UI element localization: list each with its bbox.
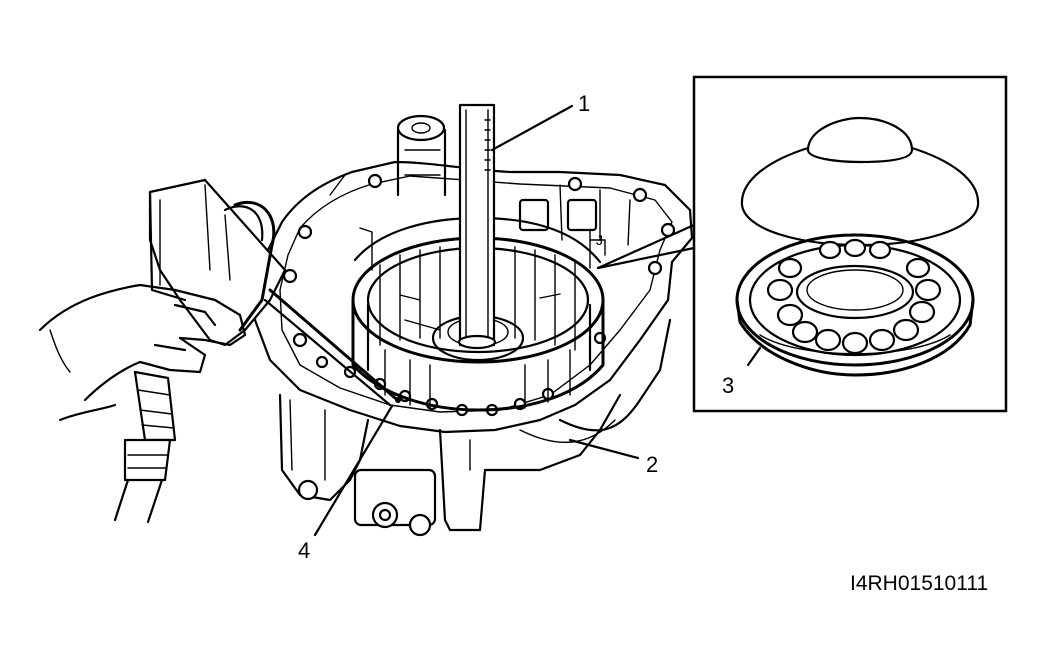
callout-1: 1 [578, 91, 590, 116]
leader-lines [313, 104, 762, 537]
input-shaft [457, 103, 497, 350]
air-gun-and-hand [38, 178, 401, 524]
figure-code: I4RH01510111 [850, 572, 988, 595]
callout-4: 4 [298, 538, 310, 563]
callout-2: 2 [646, 452, 658, 477]
callout-3: 3 [722, 373, 734, 398]
svg-text:J: J [596, 232, 603, 248]
detail-inset [596, 75, 1008, 413]
bearing-rollers [766, 238, 942, 355]
transmission-case: J [253, 114, 694, 537]
clutch-drum [351, 216, 605, 412]
